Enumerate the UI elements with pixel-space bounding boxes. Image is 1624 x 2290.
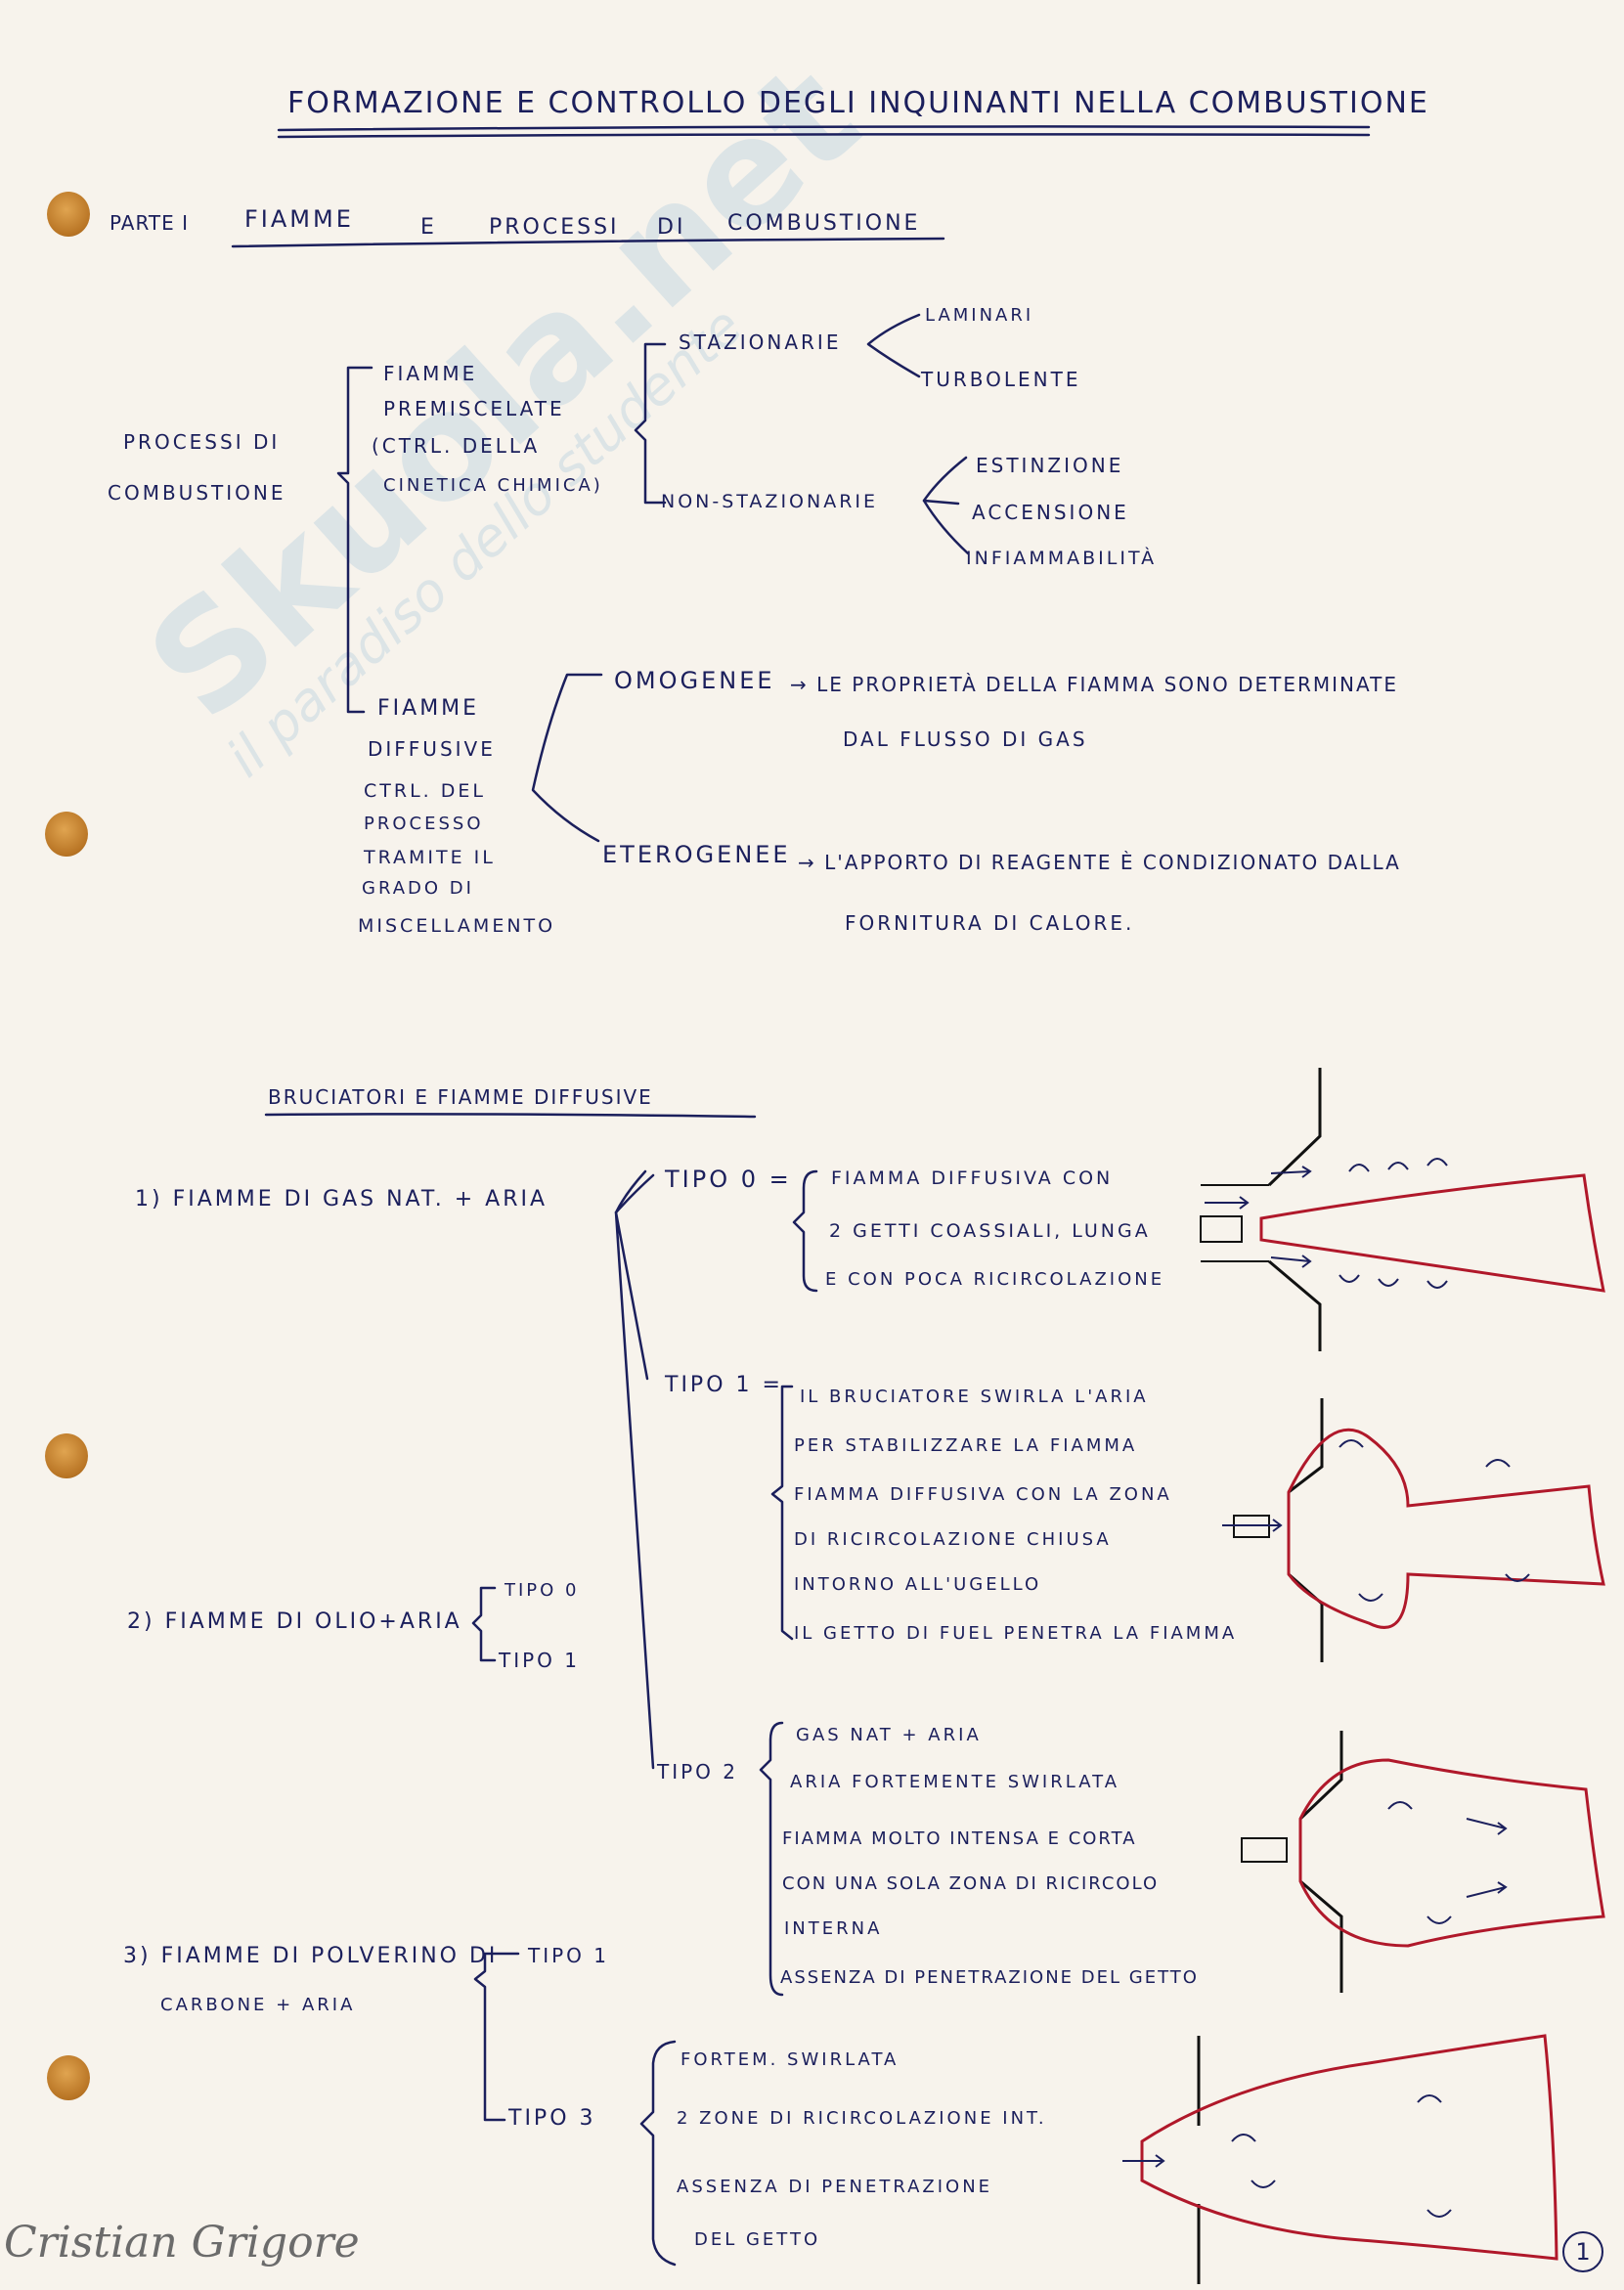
non-stazionarie-label: NON-STAZIONARIE (661, 491, 879, 512)
tipo1-line: IL BRUCIATORE SWIRLA L'ARIA (800, 1387, 1149, 1407)
title-underline (277, 125, 1371, 132)
tipo3-line: DEL GETTO (694, 2229, 821, 2250)
tipo0-label: TIPO 0 = (665, 1166, 792, 1193)
burners-underline (264, 1113, 757, 1119)
branch-non-stazionarie (922, 456, 970, 555)
accensione-label: ACCENSIONE (972, 501, 1129, 524)
eterogenee-label: ETEROGENEE (602, 841, 791, 868)
bracket-processi (336, 366, 373, 714)
tipo2-line: ASSENZA DI PENETRAZIONE DEL GETTO (780, 1967, 1199, 1988)
tipo1-line: IL GETTO DI FUEL PENETRA LA FIAMMA (794, 1623, 1238, 1644)
premix-line: CINETICA CHIMICA) (383, 475, 603, 496)
turbolente-label: TURBOLENTE (921, 368, 1081, 391)
diffusive-line: DIFFUSIVE (368, 737, 496, 761)
infiammabilita-label: INFIAMMABILITÀ (966, 548, 1158, 569)
premix-line: FIAMME (383, 362, 478, 385)
parte-heading-fiamme: FIAMME (244, 205, 354, 233)
parte-heading-e: E (420, 215, 437, 240)
parte-heading-combustione: COMBUSTIONE (727, 211, 921, 236)
author-signature: Cristian Grigore (4, 2218, 360, 2268)
burner-item-1: 1) FIAMME DI GAS NAT. + ARIA (135, 1187, 549, 1211)
tipo1-line: PER STABILIZZARE LA FIAMMA (794, 1435, 1138, 1456)
item3-tipo1: TIPO 1 (528, 1944, 609, 1967)
item2-tipo0: TIPO 0 (505, 1580, 580, 1601)
diffusive-line: PROCESSO (364, 814, 484, 834)
burner-tipo1-diagram (1233, 1398, 1324, 1662)
eterogenee-description: FORNITURA DI CALORE. (845, 911, 1135, 935)
branch-diffusive (531, 673, 603, 843)
binder-hole (45, 1433, 88, 1478)
omogenee-description: → LE PROPRIETÀ DELLA FIAMMA SONO DETERMI… (790, 673, 1398, 696)
stazionarie-label: STAZIONARIE (679, 330, 842, 354)
estinzione-label: ESTINZIONE (976, 454, 1124, 477)
tipo2-label: TIPO 2 (657, 1760, 738, 1784)
bracket-item3 (473, 1952, 520, 2122)
flame-tipo1 (1287, 1428, 1605, 1629)
flame-tipo0 (1259, 1173, 1605, 1293)
burner-item-3-cont: CARBONE + ARIA (160, 1995, 356, 2015)
diffusive-line: TRAMITE IL (364, 847, 496, 868)
tipo1-line: FIAMMA DIFFUSIVA CON LA ZONA (794, 1484, 1172, 1505)
tipo2-line: GAS NAT + ARIA (796, 1725, 982, 1745)
tree-root-line2: COMBUSTIONE (108, 481, 286, 505)
tipo2-line: FIAMMA MOLTO INTENSA E CORTA (782, 1828, 1137, 1849)
omogenee-description: DAL FLUSSO DI GAS (843, 727, 1088, 751)
title-underline-2 (277, 133, 1371, 139)
diffusive-line: FIAMME (377, 696, 480, 721)
tipo2-line: ARIA FORTEMENTE SWIRLATA (790, 1772, 1120, 1792)
tipo1-line: DI RICIRCOLAZIONE CHIUSA (794, 1529, 1112, 1550)
tipo1-label: TIPO 1 = (665, 1373, 783, 1397)
burner-tipo2-diagram (1241, 1731, 1343, 1993)
parte-underline (231, 237, 945, 248)
diffusive-line: GRADO DI (362, 878, 474, 899)
bracket-premix (634, 342, 667, 505)
curly-tipo1 (770, 1385, 794, 1641)
parte-heading-processi: PROCESSI (489, 215, 620, 240)
burner-item-3: 3) FIAMME DI POLVERINO DI (123, 1944, 499, 1968)
burner-item-2: 2) FIAMME DI OLIO+ARIA (127, 1609, 462, 1634)
parte-heading-di: DI (657, 215, 686, 240)
flame-tipo2 (1298, 1758, 1605, 1948)
binder-hole (47, 2055, 90, 2100)
tipo3-line: ASSENZA DI PENETRAZIONE (677, 2177, 993, 2197)
tipo1-line: INTORNO ALL'UGELLO (794, 1574, 1042, 1595)
item2-tipo1: TIPO 1 (499, 1649, 580, 1672)
bracket-item2 (471, 1586, 497, 1662)
eterogenee-description: → L'APPORTO DI REAGENTE È CONDIZIONATO D… (798, 851, 1401, 874)
diffusive-line: MISCELLAMENTO (358, 915, 556, 937)
binder-hole (45, 812, 88, 857)
burners-heading: BRUCIATORI E FIAMME DIFFUSIVE (268, 1085, 653, 1109)
tipo0-line: E CON POCA RICIRCOLAZIONE (825, 1269, 1165, 1290)
curly-tipo2 (759, 1721, 784, 1997)
premix-line: (CTRL. DELLA (372, 434, 541, 458)
branch-item1 (614, 1169, 655, 1770)
tipo2-line: CON UNA SOLA ZONA DI RICIRCOLO (782, 1873, 1160, 1894)
tipo3-line: FORTEM. SWIRLATA (680, 2049, 900, 2070)
omogenee-label: OMOGENEE (614, 667, 775, 694)
premix-line: PREMISCELATE (383, 397, 565, 420)
burner-tipo0-diagram (1200, 1068, 1322, 1351)
binder-hole (47, 192, 90, 237)
flame-tipo3 (1140, 2034, 1558, 2261)
laminari-label: LAMINARI (925, 305, 1034, 326)
curly-tipo3 (639, 2040, 677, 2267)
tipo0-line: 2 GETTI COASSIALI, LUNGA (829, 1220, 1151, 1242)
tree-root-line1: PROCESSI DI (123, 430, 281, 454)
page-number: 1 (1562, 2231, 1603, 2272)
diffusive-line: CTRL. DEL (364, 780, 486, 802)
curly-tipo0 (792, 1169, 818, 1293)
tipo3-line: 2 ZONE DI RICIRCOLAZIONE INT. (677, 2108, 1047, 2129)
page-title: FORMAZIONE E CONTROLLO DEGLI INQUINANTI … (287, 86, 1429, 120)
branch-stazionarie (866, 313, 921, 378)
parte-label: PARTE I (110, 211, 190, 235)
tipo2-line: INTERNA (784, 1918, 883, 1939)
tipo0-line: FIAMMA DIFFUSIVA CON (831, 1167, 1114, 1189)
item3-tipo3: TIPO 3 (508, 2106, 596, 2131)
